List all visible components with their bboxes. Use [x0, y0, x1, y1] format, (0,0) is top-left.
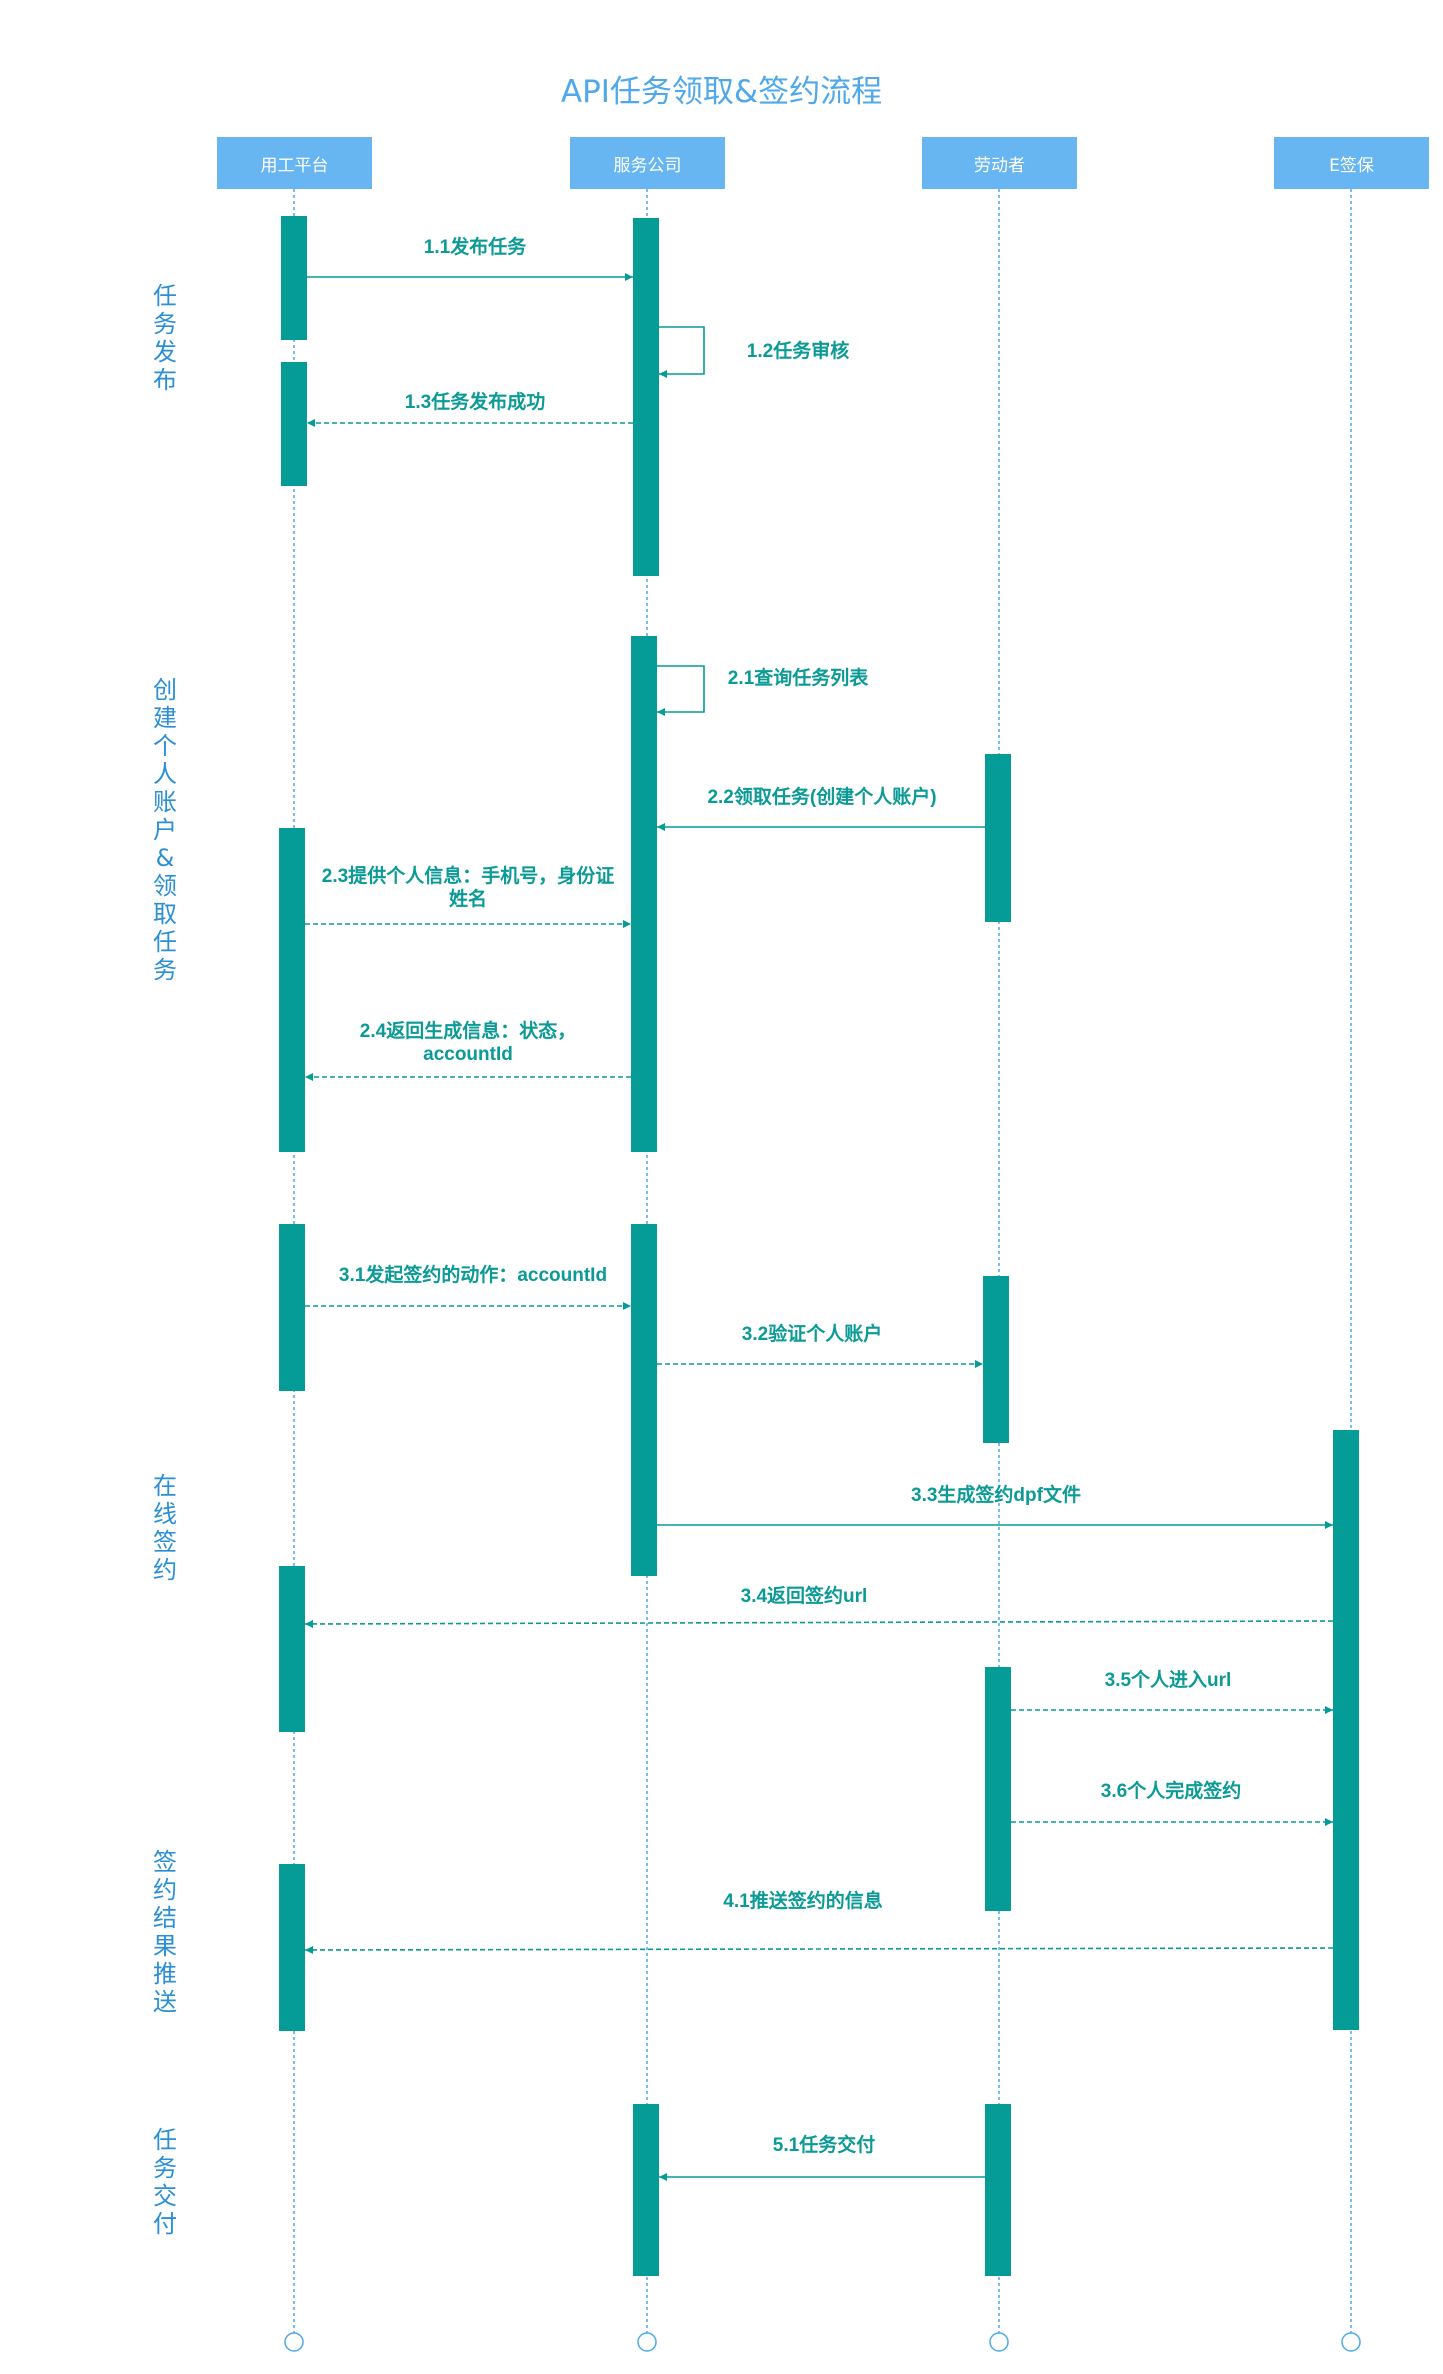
- phase-label: 创建个人账户&领取任务: [153, 676, 177, 984]
- diagram-title: API任务领取&签约流程: [560, 74, 883, 110]
- activation-bar: [633, 218, 659, 576]
- message-label-3-5: 3.5个人进入url: [1105, 1669, 1232, 1691]
- message-label-1-3: 1.3任务发布成功: [405, 390, 545, 413]
- phase-label: 任务发布: [153, 282, 177, 394]
- actor-employer-platform: 用工平台: [217, 137, 372, 189]
- activation-bar: [279, 828, 305, 1152]
- lifeline-end: [284, 2332, 304, 2352]
- lifeline-end: [1341, 2332, 1361, 2352]
- activation-bar: [281, 362, 307, 486]
- arrow-1-2: [659, 326, 705, 378]
- activation-bar: [279, 1864, 305, 2031]
- activation-bar: [985, 1667, 1011, 1911]
- message-label-3-3: 3.3生成签约dpf文件: [911, 1483, 1081, 1506]
- message-label-3-1: 3.1发起签约的动作：accountId: [339, 1263, 607, 1286]
- actor-service-company: 服务公司: [570, 137, 725, 189]
- lifeline-end: [989, 2332, 1009, 2352]
- arrow-3-4: [304, 1619, 1334, 1628]
- message-label-4-1: 4.1推送签约的信息: [723, 1889, 882, 1912]
- activation-bar: [631, 636, 657, 1152]
- message-label-1-2: 1.2任务审核: [747, 339, 849, 362]
- actor-esign: E签保: [1274, 137, 1429, 189]
- message-label-2-2: 2.2领取任务(创建个人账户): [707, 785, 936, 808]
- phase-label: 签约结果推送: [153, 1848, 177, 2016]
- message-label-2-4: 2.4返回生成信息：状态，accountId: [360, 1019, 576, 1065]
- phase-label: 任务交付: [153, 2126, 177, 2238]
- phase-label: 在线签约: [153, 1472, 177, 1584]
- message-label-5-1: 5.1任务交付: [773, 2133, 875, 2156]
- message-label-1-1: 1.1发布任务: [424, 235, 527, 258]
- activation-bar: [985, 754, 1011, 922]
- lifeline-end: [637, 2332, 657, 2352]
- message-label-2-3: 2.3提供个人信息：手机号，身份证姓名: [322, 864, 614, 910]
- activation-bar: [633, 2104, 659, 2276]
- arrow-2-1: [657, 665, 705, 716]
- message-label-3-6: 3.6个人完成签约: [1101, 1779, 1241, 1802]
- activation-bar: [279, 1224, 305, 1391]
- message-label-2-1: 2.1查询任务列表: [728, 666, 869, 689]
- activation-bar: [631, 1224, 657, 1576]
- actor-worker: 劳动者: [922, 137, 1077, 189]
- message-label-3-4: 3.4返回签约url: [741, 1584, 868, 1607]
- activation-bar: [983, 1276, 1009, 1443]
- activation-bar: [985, 2104, 1011, 2276]
- activation-bar: [1333, 1430, 1359, 2030]
- message-label-3-2: 3.2验证个人账户: [742, 1322, 882, 1345]
- activation-bar: [279, 1566, 305, 1732]
- activation-bar: [281, 216, 307, 340]
- arrow-4-1: [304, 1945, 1334, 1954]
